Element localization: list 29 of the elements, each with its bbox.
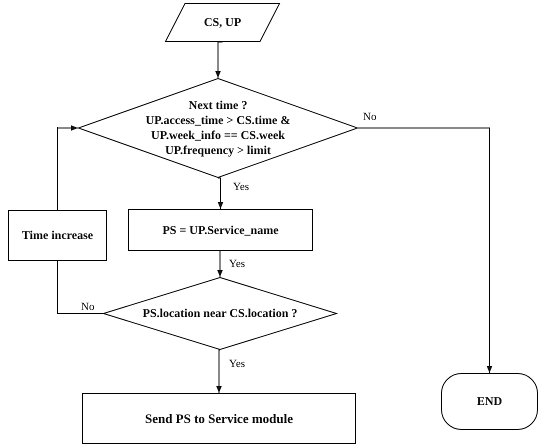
arrow xyxy=(57,125,78,210)
node-text: PS = UP.Service_name xyxy=(162,222,279,238)
node-text: UP.week_info == CS.week xyxy=(151,128,285,143)
node-text: UP.access_time > CS.time & xyxy=(146,113,290,128)
node-text: CS, UP xyxy=(204,15,242,30)
edge-label: Yes xyxy=(228,258,246,270)
connector-line xyxy=(57,260,104,314)
decision-diamond xyxy=(103,277,337,350)
decision-diamond xyxy=(78,78,358,178)
arrow xyxy=(217,250,223,278)
node-text: UP.frequency > limit xyxy=(165,143,271,158)
edge-label: No xyxy=(80,301,96,313)
edge-label: Yes xyxy=(228,358,246,370)
arrow xyxy=(218,178,224,210)
node-text: Next time ? xyxy=(188,98,248,113)
arrow xyxy=(215,42,223,78)
process-box xyxy=(8,210,107,261)
process-box xyxy=(128,209,313,251)
arrow xyxy=(216,350,222,394)
input-parallelogram xyxy=(165,3,280,42)
node-text: PS.location near CS.location ? xyxy=(142,306,298,321)
node-text: Time increase xyxy=(22,228,94,243)
process-box xyxy=(82,393,356,444)
arrow xyxy=(358,128,492,374)
node-text: END xyxy=(476,394,502,409)
edge-label: Yes xyxy=(232,181,250,193)
terminator-box xyxy=(441,373,538,430)
edge-label: No xyxy=(362,111,378,123)
node-text: Send PS to Service module xyxy=(144,411,294,426)
